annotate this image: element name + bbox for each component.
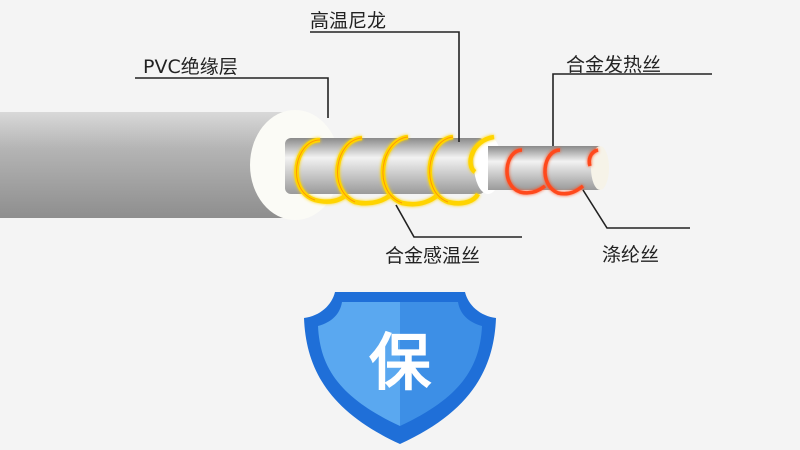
shield-inner-left <box>318 302 400 426</box>
polyester-core-end <box>591 146 609 190</box>
leader-polyester <box>582 189 690 229</box>
leader-heating-wire <box>552 73 712 146</box>
label-high-temp-nylon: 高温尼龙 <box>310 10 387 32</box>
label-pvc-insulation: PVC绝缘层 <box>143 56 238 78</box>
shield-character: 保 <box>368 326 431 399</box>
leader-pvc <box>135 77 329 118</box>
coil <box>505 148 547 195</box>
label-alloy-heating-wire: 合金发热丝 <box>566 54 662 76</box>
shield-inner-right <box>400 302 482 426</box>
heating-wire-coils <box>505 148 599 196</box>
coil <box>587 148 599 167</box>
label-alloy-sensing-wire: 合金感温丝 <box>385 245 481 267</box>
leader-sensing-wire <box>395 204 522 238</box>
label-polyester-yarn: 涤纶丝 <box>602 244 660 266</box>
coil <box>543 148 585 196</box>
leader-lines <box>135 31 712 238</box>
coil <box>468 134 495 174</box>
sensing-wire-coil-glow <box>296 136 454 204</box>
shield-icon <box>304 292 496 444</box>
leader-nylon <box>310 31 460 142</box>
cable-outer-sheath <box>0 112 295 218</box>
